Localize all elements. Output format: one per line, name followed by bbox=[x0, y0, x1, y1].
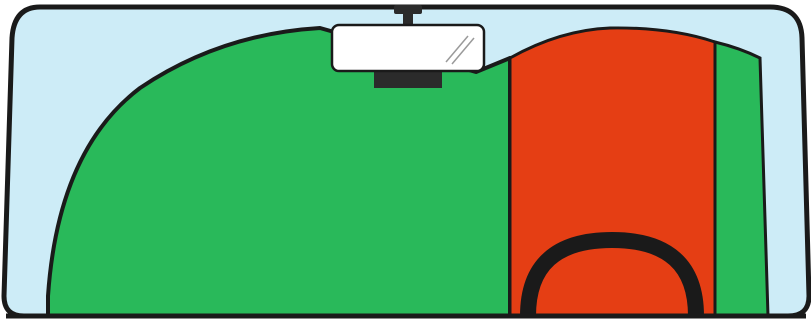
mirror-mount bbox=[374, 70, 442, 88]
mirror-stem-cap bbox=[394, 5, 422, 14]
right-green-strip bbox=[715, 42, 768, 316]
rearview-mirror bbox=[332, 25, 484, 71]
